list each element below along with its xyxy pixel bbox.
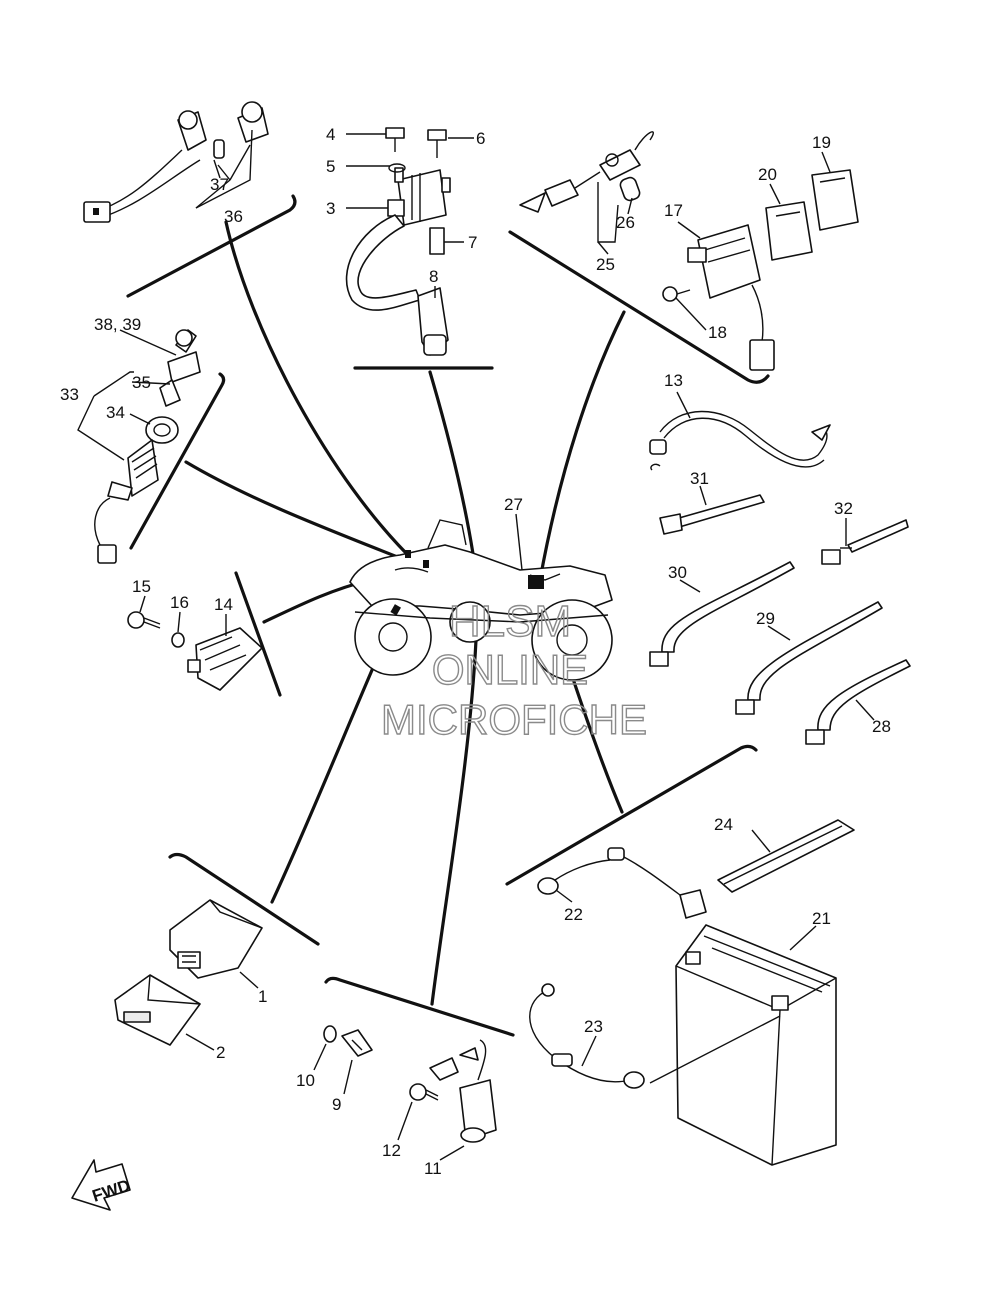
cdi-cover-2 <box>114 974 201 1046</box>
callout-34: 34 <box>106 403 125 422</box>
battery-band-24 <box>717 819 855 893</box>
callout-29: 29 <box>756 609 775 628</box>
callout-11: 11 <box>424 1159 442 1178</box>
switch-9 <box>323 1025 373 1057</box>
watermark-line-3: MICROFICHE <box>381 696 647 743</box>
relays-17-19-20 <box>662 169 859 371</box>
callout-31: 31 <box>690 469 709 488</box>
callout-3: 3 <box>326 199 335 218</box>
battery-lead-22 <box>537 847 707 919</box>
callout-23: 23 <box>584 1017 603 1036</box>
watermark-line-2: ONLINE <box>432 646 588 693</box>
fwd-arrow: FWD <box>71 1159 133 1211</box>
callout-14: 14 <box>214 595 233 614</box>
callout-13: 13 <box>664 371 683 390</box>
callout-36: 36 <box>224 207 243 226</box>
callout-38-39: 38, 39 <box>94 315 141 334</box>
callout-7: 7 <box>468 233 477 252</box>
leader-lines <box>77 129 875 1161</box>
cable-ties <box>649 494 911 745</box>
rectifier-14 <box>127 611 263 691</box>
watermark-line-1: HLSM <box>449 597 571 646</box>
callout-17: 17 <box>664 201 683 220</box>
atv-vehicle <box>349 519 613 681</box>
group-brackets <box>126 194 770 1037</box>
callout-26: 26 <box>616 213 635 232</box>
callout-6: 6 <box>476 129 485 148</box>
callout-8: 8 <box>429 267 438 286</box>
callout-21: 21 <box>812 909 831 928</box>
callout-28: 28 <box>872 717 891 736</box>
callout-labels: 4 5 3 6 7 8 37 36 19 20 17 26 25 18 38, … <box>60 125 891 1178</box>
sensor-harness-36 <box>83 101 269 223</box>
callout-19: 19 <box>812 133 831 152</box>
callout-12: 12 <box>382 1141 401 1160</box>
callout-4: 4 <box>326 125 335 144</box>
ignition-coil-3 <box>345 127 451 356</box>
battery-lead-23 <box>529 983 781 1089</box>
main-switch-33 <box>94 329 201 564</box>
battery-21 <box>675 924 837 1166</box>
callout-33: 33 <box>60 385 79 404</box>
sensor-25 <box>519 131 654 243</box>
callout-35: 35 <box>132 373 151 392</box>
callout-25: 25 <box>596 255 615 274</box>
callout-2: 2 <box>216 1043 225 1062</box>
callout-20: 20 <box>758 165 777 184</box>
callout-16: 16 <box>170 593 189 612</box>
sensor-11 <box>409 1039 497 1143</box>
cdi-unit-1 <box>169 899 263 979</box>
callout-10: 10 <box>296 1071 315 1090</box>
callout-32: 32 <box>834 499 853 518</box>
wire-harness-13 <box>649 410 831 471</box>
callout-24: 24 <box>714 815 733 834</box>
callout-27: 27 <box>504 495 523 514</box>
callout-15: 15 <box>132 577 151 596</box>
callout-9: 9 <box>332 1095 341 1114</box>
callout-18: 18 <box>708 323 727 342</box>
callout-30: 30 <box>668 563 687 582</box>
watermark: HLSM ONLINE MICROFICHE <box>380 596 647 743</box>
callout-37: 37 <box>210 175 229 194</box>
callout-1: 1 <box>258 987 267 1006</box>
callout-22: 22 <box>564 905 583 924</box>
callout-5: 5 <box>326 157 335 176</box>
